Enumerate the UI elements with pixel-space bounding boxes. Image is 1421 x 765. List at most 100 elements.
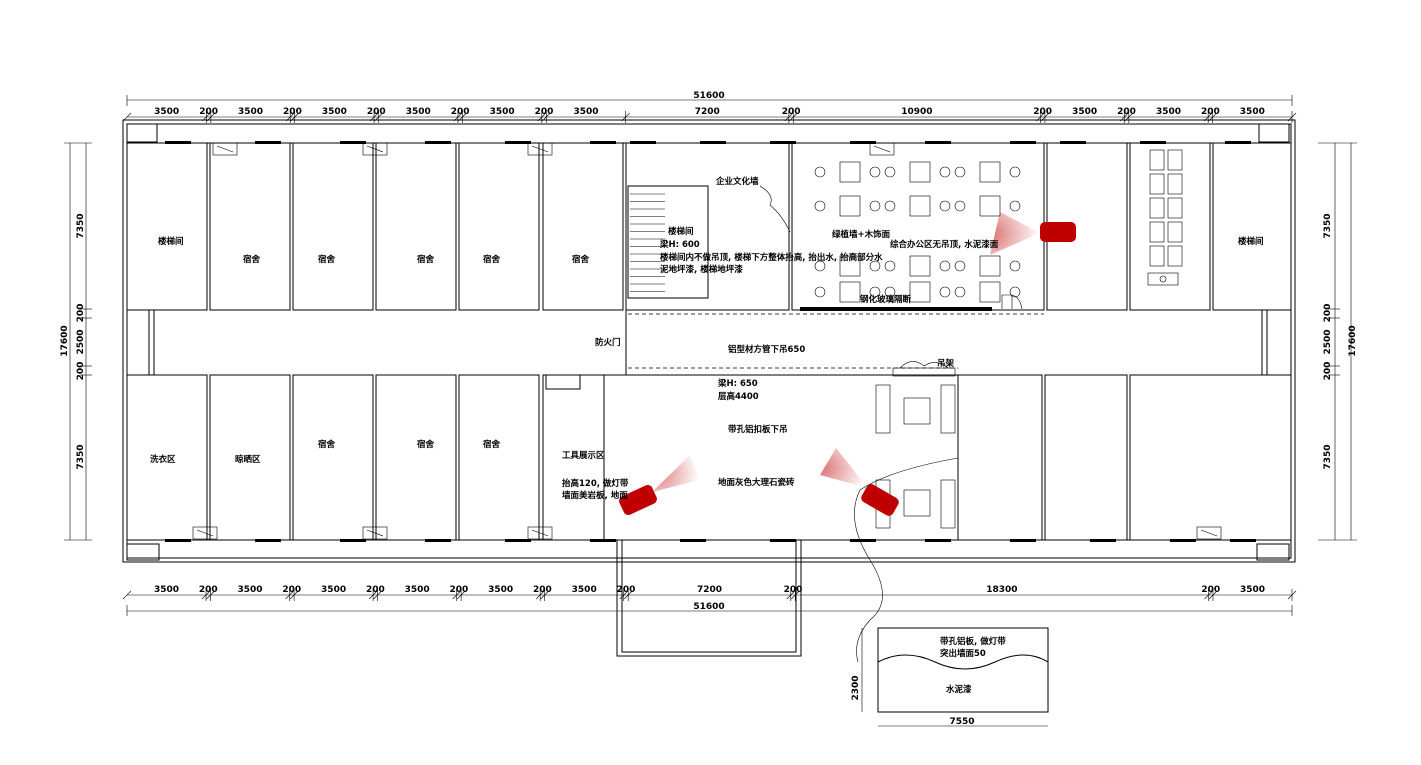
top-segment-dimension: 200 <box>1117 107 1136 117</box>
top-overall-dimension: 51600 <box>693 91 724 101</box>
bottom-segment-dimension: 3500 <box>321 585 346 595</box>
bottom-segment-dimension: 200 <box>199 585 218 595</box>
top-segment-dimension: 3500 <box>154 107 179 117</box>
room-label-dorm: 宿舍 <box>318 254 336 265</box>
top-segment-dimension: 200 <box>782 107 801 117</box>
projector-icon <box>619 484 657 516</box>
top-segment-dimension: 3500 <box>1240 107 1265 117</box>
label-fire-door: 防火门 <box>595 337 621 348</box>
north-rooms <box>126 142 1292 311</box>
projector-icon <box>1040 222 1076 242</box>
floor-height-note: 层高4400 <box>717 391 759 402</box>
glass-partition-note: 钢化玻璃隔断 <box>860 294 912 305</box>
room-label-dorm: 宿舍 <box>483 439 501 450</box>
projectors <box>619 212 1076 516</box>
label-culture-wall: 企业文化墙 <box>715 176 759 187</box>
tool-note-2: 墙面美岩板, 地面 <box>562 490 628 501</box>
room-label-dorm: 宿舍 <box>417 254 435 265</box>
room-label-drying: 晾晒区 <box>235 454 261 465</box>
bottom-overall-dimension: 51600 <box>693 602 724 612</box>
detail-width-dimension: 7550 <box>949 717 974 727</box>
bottom-segment-dimension: 7200 <box>697 585 722 595</box>
bottom-segment-dimension: 200 <box>366 585 385 595</box>
right-dimension-chain: 17600 7350 200 2500 200 7350 <box>1318 142 1358 541</box>
leader-lines <box>759 185 959 663</box>
detail-cement-label: 水泥漆 <box>945 684 972 695</box>
top-segment-dimension: 3500 <box>322 107 347 117</box>
top-segment-dimension: 3500 <box>1072 107 1097 117</box>
bottom-segment-dimension: 3500 <box>154 585 179 595</box>
bottom-segment-dimension: 3500 <box>405 585 430 595</box>
right-seg-5: 7350 <box>1323 444 1333 469</box>
top-segment-dimension: 3500 <box>490 107 515 117</box>
tool-note-1: 抬高120, 做灯带 <box>562 478 629 489</box>
bottom-segment-dimension: 18300 <box>986 585 1017 595</box>
top-segment-dimension: 7200 <box>695 107 720 117</box>
south-rooms <box>126 309 1292 541</box>
detail-note-1: 带孔铝板, 做灯带 <box>940 636 1006 647</box>
top-segment-dimension: 200 <box>1033 107 1052 117</box>
stair-note-3: 泥地坪漆, 楼梯地坪漆 <box>660 264 743 275</box>
bottom-segment-dimension: 200 <box>533 585 552 595</box>
top-segment-dimension: 3500 <box>573 107 598 117</box>
room-label-laundry: 洗衣区 <box>150 454 176 465</box>
annotations: 梁H: 600 楼梯间内不做吊顶, 楼梯下方整体抬高, 抬出水, 抬高部分水 泥… <box>562 229 999 501</box>
floor-tile-note: 地面灰色大理石瓷砖 <box>718 477 795 488</box>
room-label-stair-left: 楼梯间 <box>158 236 184 247</box>
top-segment-dimension: 3500 <box>1156 107 1181 117</box>
hanging-rack-note: 吊架 <box>937 358 955 369</box>
room-label-dorm: 宿舍 <box>318 439 336 450</box>
corridor-ceiling-note: 铝型材方管下吊650 <box>728 344 805 355</box>
right-seg-3: 2500 <box>1323 329 1333 354</box>
detail-note-2: 突出墙面50 <box>940 648 986 659</box>
bottom-segment-dimension: 200 <box>1201 585 1220 595</box>
projector-icon <box>861 484 899 516</box>
bottom-segment-dimension: 3500 <box>572 585 597 595</box>
bottom-segment-dimension: 200 <box>449 585 468 595</box>
left-dimension-chain: 17600 7350 200 2500 200 7350 <box>60 142 92 541</box>
bottom-segment-dimension: 3500 <box>238 585 263 595</box>
bottom-segment-dimension: 200 <box>784 585 803 595</box>
left-seg-5: 7350 <box>76 444 86 469</box>
left-total-dimension: 17600 <box>60 325 70 356</box>
beam-height-note: 梁H: 650 <box>717 378 758 389</box>
building-outline <box>122 119 1296 563</box>
room-label-dorm: 宿舍 <box>417 439 435 450</box>
stair-note-2: 楼梯间内不做吊顶, 楼梯下方整体抬高, 抬出水, 抬高部分水 <box>660 252 883 263</box>
stair-note-1: 梁H: 600 <box>659 239 700 250</box>
room-label-stair-right: 楼梯间 <box>1238 236 1264 247</box>
top-segment-dimension: 200 <box>367 107 386 117</box>
left-seg-2: 200 <box>76 304 86 323</box>
entrance-detail: 2300 7550 带孔铝板, 做灯带 突出墙面50 水泥漆 <box>616 539 1049 727</box>
green-wall-note: 绿植墙+木饰面 <box>832 229 891 240</box>
right-seg-2: 200 <box>1323 304 1333 323</box>
top-segment-dimension: 200 <box>199 107 218 117</box>
bottom-segment-dimension: 3500 <box>1240 585 1265 595</box>
room-label-dorm: 宿舍 <box>243 254 261 265</box>
office-note: 综合办公区无吊顶, 水泥漆面 <box>890 239 999 250</box>
room-label-dorm: 宿舍 <box>483 254 501 265</box>
right-seg-4: 200 <box>1323 362 1333 381</box>
top-segment-dimension: 3500 <box>406 107 431 117</box>
room-label-dorm: 宿舍 <box>572 254 590 265</box>
top-segment-dimension: 200 <box>1201 107 1220 117</box>
bottom-dimension-chain: 51600 3500 200 3500 200 3500 200 3500 200 3500 20… <box>122 585 1297 616</box>
top-segment-dimension: 3500 <box>238 107 263 117</box>
top-segment-dimension: 200 <box>535 107 554 117</box>
perforated-ceiling-note: 带孔铝扣板下吊 <box>728 424 788 435</box>
top-segment-dimension: 200 <box>451 107 470 117</box>
room-label-stair-center: 楼梯间 <box>668 226 694 237</box>
right-seg-1: 7350 <box>1323 213 1333 238</box>
right-total-dimension: 17600 <box>1348 325 1358 356</box>
left-seg-4: 200 <box>76 362 86 381</box>
top-segment-dimension: 200 <box>283 107 302 117</box>
bottom-segment-dimension: 200 <box>617 585 636 595</box>
room-label-tool-display: 工具展示区 <box>562 451 605 461</box>
left-seg-1: 7350 <box>76 213 86 238</box>
top-segment-dimension: 10900 <box>901 107 932 117</box>
ac-units <box>192 142 1222 540</box>
room-labels: 楼梯间 宿舍 宿舍 宿舍 宿舍 宿舍 楼梯间 楼梯间 洗衣区 晾晒区 宿舍 宿舍… <box>150 176 1264 465</box>
bottom-segment-dimension: 3500 <box>488 585 513 595</box>
left-seg-3: 2500 <box>76 329 86 354</box>
